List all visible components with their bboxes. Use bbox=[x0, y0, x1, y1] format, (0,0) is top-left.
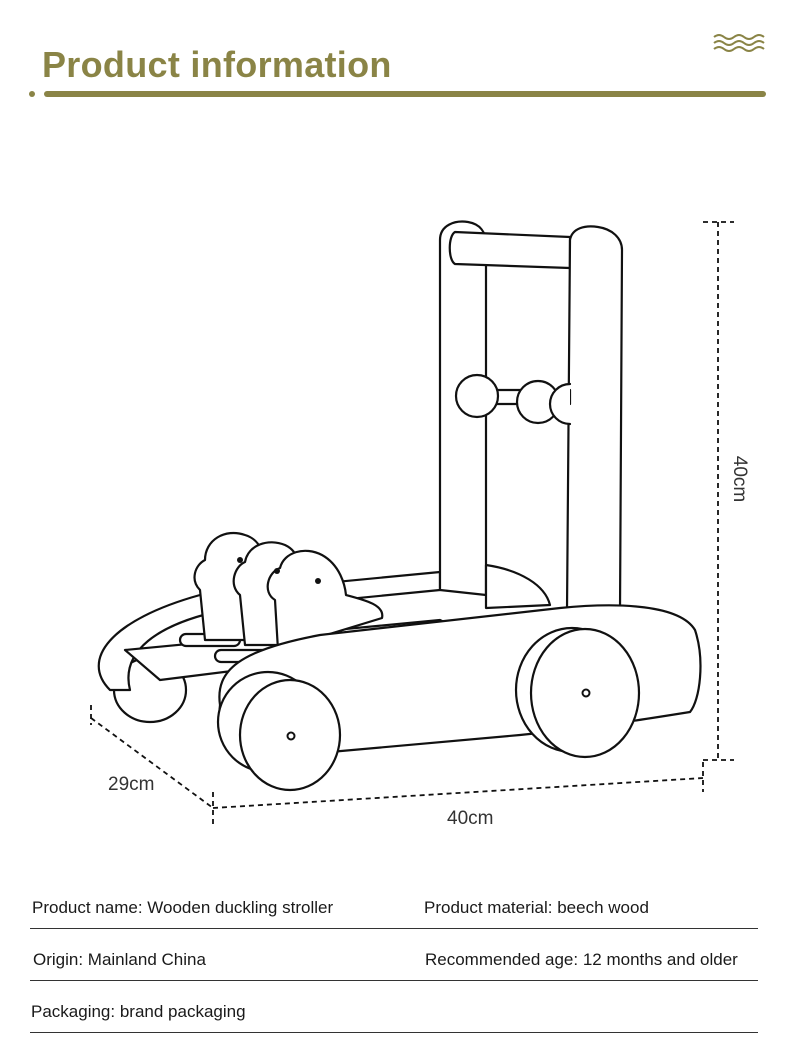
width-dimension-label: 40cm bbox=[447, 808, 494, 829]
spec-origin: Origin: Mainland China bbox=[33, 950, 206, 969]
duckling-stroller-drawing bbox=[90, 220, 734, 826]
spec-packaging: Packaging: brand packaging bbox=[31, 1002, 246, 1021]
spec-product-name: Product name: Wooden duckling stroller bbox=[32, 898, 334, 917]
title-divider bbox=[29, 91, 766, 97]
wave-icon bbox=[713, 34, 765, 52]
spec-product-material: Product material: beech wood bbox=[424, 898, 649, 917]
spec-row: Origin: Mainland China Recommended age: … bbox=[30, 928, 758, 981]
spec-row: Product name: Wooden duckling stroller P… bbox=[30, 876, 758, 929]
spec-row: Packaging: brand packaging bbox=[30, 980, 758, 1033]
depth-dimension-label: 29cm bbox=[108, 774, 155, 795]
height-dimension-label: 40cm bbox=[729, 455, 751, 503]
page-title: Product information bbox=[42, 44, 392, 85]
spec-recommended-age: Recommended age: 12 months and older bbox=[425, 950, 738, 969]
